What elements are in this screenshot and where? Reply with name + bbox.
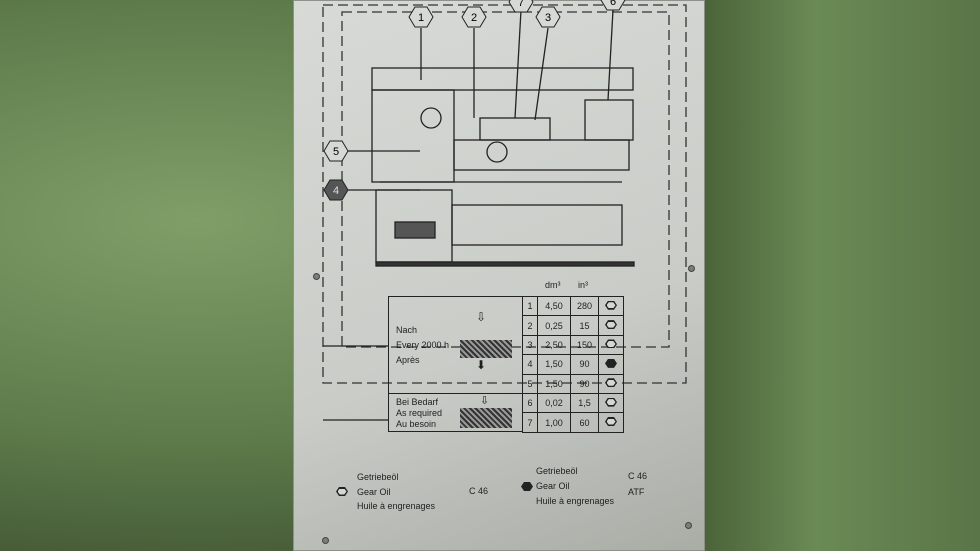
- row-number: 6: [522, 392, 538, 414]
- as-required-label: As required: [396, 408, 443, 418]
- volume-dm3: 0,25: [537, 315, 571, 336]
- atf-hex-icon: [605, 358, 617, 368]
- screw: [688, 265, 695, 272]
- volume-in3: 280: [570, 295, 599, 317]
- row-number: 4: [522, 354, 538, 375]
- atf-hex-icon: [521, 482, 533, 491]
- callout-5: 5: [333, 146, 339, 158]
- oil-level-icon: [460, 408, 512, 428]
- callout-2: 2: [471, 12, 477, 24]
- periodic-label: Every 2000 h: [396, 340, 450, 350]
- legend-right-grade1: C 46: [628, 471, 648, 481]
- dm3-header: dm³: [545, 280, 561, 290]
- row-number: 7: [522, 412, 538, 433]
- gear-oil-hex-icon: [605, 300, 617, 310]
- gear-oil-hex-icon: [605, 417, 617, 427]
- callout-6: 6: [610, 0, 616, 8]
- gear-oil-hex-icon: [605, 320, 617, 330]
- gear-oil-hex-icon: [605, 378, 617, 388]
- table-row: 2 0,25 15: [522, 315, 624, 336]
- periodic-label: Nach: [396, 325, 418, 335]
- volume-in3: 60: [570, 412, 599, 433]
- gear-oil-hex-icon: [605, 397, 617, 407]
- legend-right-en: Gear Oil: [536, 481, 570, 491]
- legend-right-grade2: ATF: [628, 487, 645, 497]
- screw: [313, 273, 320, 280]
- table-row: 3 2,50 150: [522, 334, 624, 356]
- volume-in3: 90: [570, 373, 599, 394]
- row-number: 1: [522, 295, 538, 317]
- volume-dm3: 1,50: [537, 373, 571, 394]
- as-required-label: Bei Bedarf: [396, 397, 439, 407]
- volume-in3: 90: [570, 354, 599, 375]
- callout-3: 3: [545, 12, 551, 24]
- oil-level-icon: [460, 340, 512, 358]
- volume-dm3: 4,50: [537, 295, 571, 317]
- drain-arrow-icon: ⬇: [476, 358, 487, 372]
- volume-in3: 1,5: [570, 392, 599, 414]
- table-row: 1 4,50 280: [522, 295, 624, 317]
- table-row: 7 1,00 60: [522, 412, 624, 433]
- volume-dm3: 1,00: [537, 412, 571, 433]
- machine-wall-right: [705, 0, 980, 551]
- volume-dm3: 1,50: [537, 354, 571, 375]
- row-number: 2: [522, 315, 538, 336]
- volume-in3: 15: [570, 315, 599, 336]
- legend-left-en: Gear Oil: [357, 487, 391, 497]
- volume-dm3: 0,02: [537, 392, 571, 414]
- screw: [322, 537, 329, 544]
- gear-oil-hex-icon: [336, 487, 348, 496]
- in3-header: in³: [578, 280, 589, 290]
- table-row: 4 1,50 90: [522, 354, 624, 375]
- legend-right-de: Getriebeöl: [536, 466, 578, 476]
- periodic-label: Après: [396, 355, 420, 365]
- table-row: 5 1,50 90: [522, 373, 624, 394]
- fill-arrow-icon: ⇩: [480, 395, 490, 407]
- fill-arrow-icon: ⇩: [476, 310, 487, 324]
- as-required-label: Au besoin: [396, 419, 437, 429]
- callout-1: 1: [418, 12, 424, 24]
- legend-left-fr: Huile à engrenages: [357, 501, 436, 511]
- screw: [685, 522, 692, 529]
- volume-dm3: 2,50: [537, 334, 571, 356]
- row-number: 5: [522, 373, 538, 394]
- legend-left-de: Getriebeöl: [357, 472, 399, 482]
- row-number: 3: [522, 334, 538, 356]
- callout-4: 4: [333, 185, 339, 197]
- lubrication-plate: [293, 0, 705, 551]
- legend-right-fr: Huile à engrenages: [536, 496, 615, 506]
- gear-oil-hex-icon: [605, 339, 617, 349]
- lubrication-table: 1 4,50 280 2 0,25 15 3 2,50 150 4 1,50 9…: [522, 295, 624, 433]
- volume-in3: 150: [570, 334, 599, 356]
- table-row: 6 0,02 1,5: [522, 392, 624, 414]
- callout-7: 7: [518, 0, 524, 9]
- legend-left-grade: C 46: [469, 486, 489, 496]
